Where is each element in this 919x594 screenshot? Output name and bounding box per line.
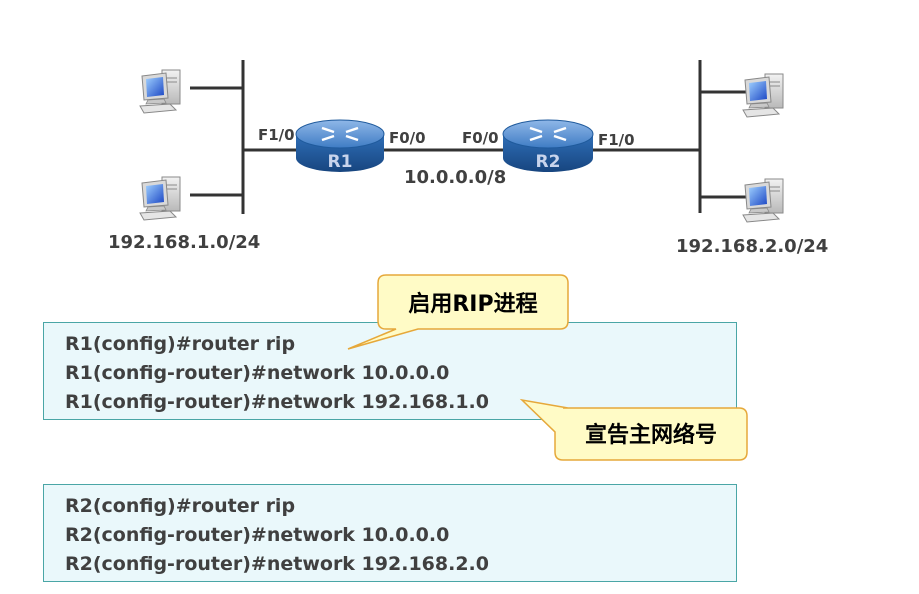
left-pc-top-icon	[139, 69, 181, 114]
middle-subnet-label: 10.0.0.0/8	[404, 167, 506, 188]
router-r1-icon: R1	[295, 119, 385, 172]
r1-config-line: R1(config-router)#network 10.0.0.0	[65, 362, 450, 384]
r2-config-line: R2(config-router)#network 192.168.2.0	[65, 553, 489, 575]
right-pc-top-icon	[742, 73, 784, 118]
r2-right-port-label: F1/0	[598, 131, 635, 149]
r1-right-port-label: F0/0	[389, 129, 426, 147]
right-subnet-label: 192.168.2.0/24	[676, 236, 828, 257]
right-pc-bottom-icon	[742, 178, 784, 223]
router-r1-label: R1	[328, 152, 353, 172]
r2-config-line: R2(config)#router rip	[65, 495, 296, 517]
router-r2-label: R2	[536, 152, 561, 172]
router-r2-icon: R2	[502, 119, 594, 172]
r2-config-box: R2(config)#router rip R2(config-router)#…	[43, 484, 737, 582]
left-pc-bottom-icon	[139, 176, 181, 221]
r2-config-line: R2(config-router)#network 10.0.0.0	[65, 524, 450, 546]
right-lan	[698, 60, 784, 223]
left-subnet-label: 192.168.1.0/24	[108, 232, 260, 253]
left-lan	[139, 60, 245, 221]
r1-config-line: R1(config-router)#network 192.168.1.0	[65, 391, 489, 413]
r1-left-port-label: F1/0	[258, 126, 295, 144]
r2-left-port-label: F0/0	[462, 129, 499, 147]
r1-config-box: R1(config)#router rip R1(config-router)#…	[43, 322, 737, 420]
r1-config-line: R1(config)#router rip	[65, 333, 296, 355]
